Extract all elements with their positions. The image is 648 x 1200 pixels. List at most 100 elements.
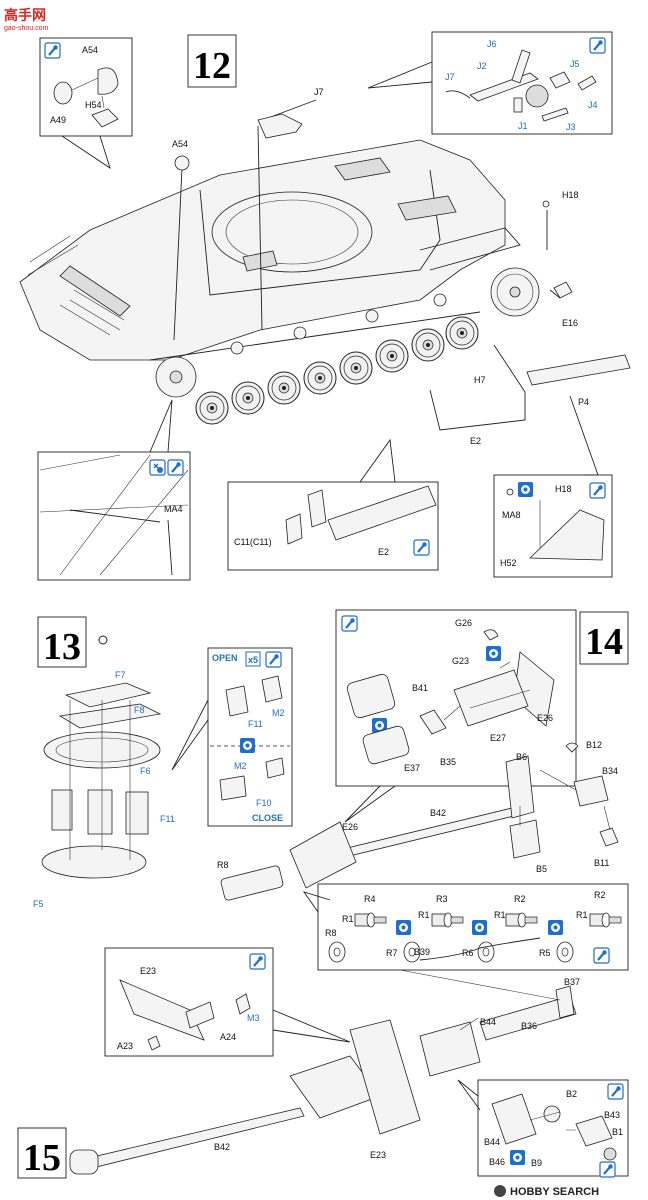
label-b12: B12: [586, 740, 602, 750]
hatch-open-close-detail: OPEN x5 F11 M2 M2 F10 CLOSE: [171, 647, 293, 827]
step-13-number: 13: [43, 626, 81, 668]
callout-a54: A54 A49 H54: [39, 37, 133, 170]
label-r7: R7: [386, 948, 398, 958]
no-cement-icon: [240, 738, 255, 753]
label-a24: A24: [220, 1032, 236, 1042]
label-b5: B5: [536, 864, 547, 874]
glue-icon: [588, 36, 607, 55]
label-r5: R5: [539, 948, 551, 958]
step-13: 13 F7 F8 F6 F11 F5 OPEN x5: [33, 616, 293, 909]
label-g26: G26: [455, 618, 472, 628]
step-14-number-box: [579, 611, 629, 665]
label-b35: B35: [440, 757, 456, 767]
label-c11: C11(C11): [234, 537, 272, 547]
label-e27: E27: [490, 733, 506, 743]
label-b2: B2: [566, 1089, 577, 1099]
label-b46: B46: [489, 1157, 505, 1167]
label-p4: P4: [578, 397, 589, 407]
label-e26: E26: [537, 713, 553, 723]
label-r2: R2: [514, 894, 526, 904]
label-h54: H54: [85, 100, 102, 110]
label-m2-open: M2: [272, 708, 285, 718]
label-b36: B36: [521, 1021, 537, 1031]
label-e26-barrel: E26: [342, 822, 358, 832]
label-b42: B42: [430, 808, 446, 818]
glue-icon: [592, 946, 611, 965]
step-15: 15 E23 A23 A24 M3 B39 B37 B44: [17, 937, 629, 1179]
label-r3: R3: [436, 894, 448, 904]
label-e37: E37: [404, 763, 420, 773]
part-r8: [328, 941, 346, 963]
paint-icon: [149, 459, 166, 476]
label-j7-callout: J7: [445, 72, 455, 82]
label-b6: B6: [516, 752, 527, 762]
fender-e2: [429, 344, 526, 431]
watermark-url: gao-shou.com: [4, 25, 49, 32]
step-12-number: 12: [193, 45, 231, 87]
part-r5: [556, 941, 574, 963]
road-wheel: [231, 381, 265, 415]
label-b9: B9: [531, 1158, 542, 1168]
step-13-number-box: [37, 616, 87, 668]
no-cement-icon: [518, 482, 533, 497]
label-b37: B37: [564, 977, 580, 987]
road-wheel: [339, 351, 373, 385]
label-f6: F6: [140, 766, 151, 776]
step-14: 14 G26 G23 B41 E26 E27 E37 B35: [217, 609, 629, 971]
wheel-variants-detail: R4 R3 R2 R2 R1 R1 R1 R1 R8 R7 R6 R5: [302, 883, 629, 971]
glue-icon: [588, 481, 607, 500]
road-wheels: [195, 293, 479, 425]
no-cement-icon: [472, 920, 487, 935]
label-j5: J5: [570, 59, 580, 69]
label-e16: E16: [562, 318, 578, 328]
label-j2: J2: [477, 61, 487, 71]
mantlet-detail: G26 G23 B41 E26 E27 E37 B35: [335, 609, 577, 823]
part-e16: [553, 281, 573, 299]
glue-icon: [412, 538, 431, 557]
road-wheel: [375, 339, 409, 373]
part-p4: [526, 354, 631, 386]
label-b44: B44: [480, 1017, 496, 1027]
label-m3: M3: [247, 1013, 260, 1023]
callout-j-parts: J6 J7 J2 J5 J4 J1 J3: [367, 31, 613, 135]
tank-hull: [19, 139, 540, 398]
label-h7: H7: [474, 375, 486, 385]
watermark-hobby-search: HOBBY SEARCH: [510, 1186, 599, 1198]
label-f7: F7: [115, 670, 126, 680]
label-r1: R1: [494, 910, 506, 920]
label-g23: G23: [452, 656, 469, 666]
label-j7: J7: [314, 87, 324, 97]
glue-icon: [598, 1160, 617, 1179]
hobby-search-logo-icon: [494, 1185, 506, 1197]
label-b1: B1: [612, 1127, 623, 1137]
gun-mount-assembly: B39 B37 B44 B36 E23 B42: [69, 937, 580, 1175]
label-m2-close: M2: [234, 761, 247, 771]
part-j7: [257, 113, 303, 139]
label-b42-mount: B42: [214, 1142, 230, 1152]
label-x5: x5: [248, 655, 258, 665]
label-open: OPEN: [212, 653, 238, 663]
label-r8-detail: R8: [325, 928, 337, 938]
label-j1: J1: [518, 121, 528, 131]
gun-barrel-assembly: B12 B6 B34 B42 E26 B5 B11 R8: [217, 740, 619, 901]
label-a49: A49: [50, 115, 66, 125]
step-14-number: 14: [585, 621, 623, 663]
label-a54-hull: A54: [172, 139, 188, 149]
part-r6: [477, 941, 495, 963]
label-b43: B43: [604, 1110, 620, 1120]
road-wheel: [303, 361, 337, 395]
road-wheel: [411, 328, 445, 362]
label-r1: R1: [418, 910, 430, 920]
label-f8: F8: [134, 705, 145, 715]
glue-icon: [248, 952, 267, 971]
step-15-number: 15: [23, 1137, 61, 1179]
label-h18: H18: [562, 190, 579, 200]
label-f10: F10: [256, 798, 272, 808]
glue-icon: [264, 650, 283, 669]
part-h18: [542, 200, 550, 208]
road-wheel: [195, 391, 229, 425]
glue-icon: [43, 41, 62, 60]
watermark-logo-text: 高手网: [4, 7, 46, 23]
detail-ma8-h52: MA8 H18 H52: [493, 395, 613, 578]
